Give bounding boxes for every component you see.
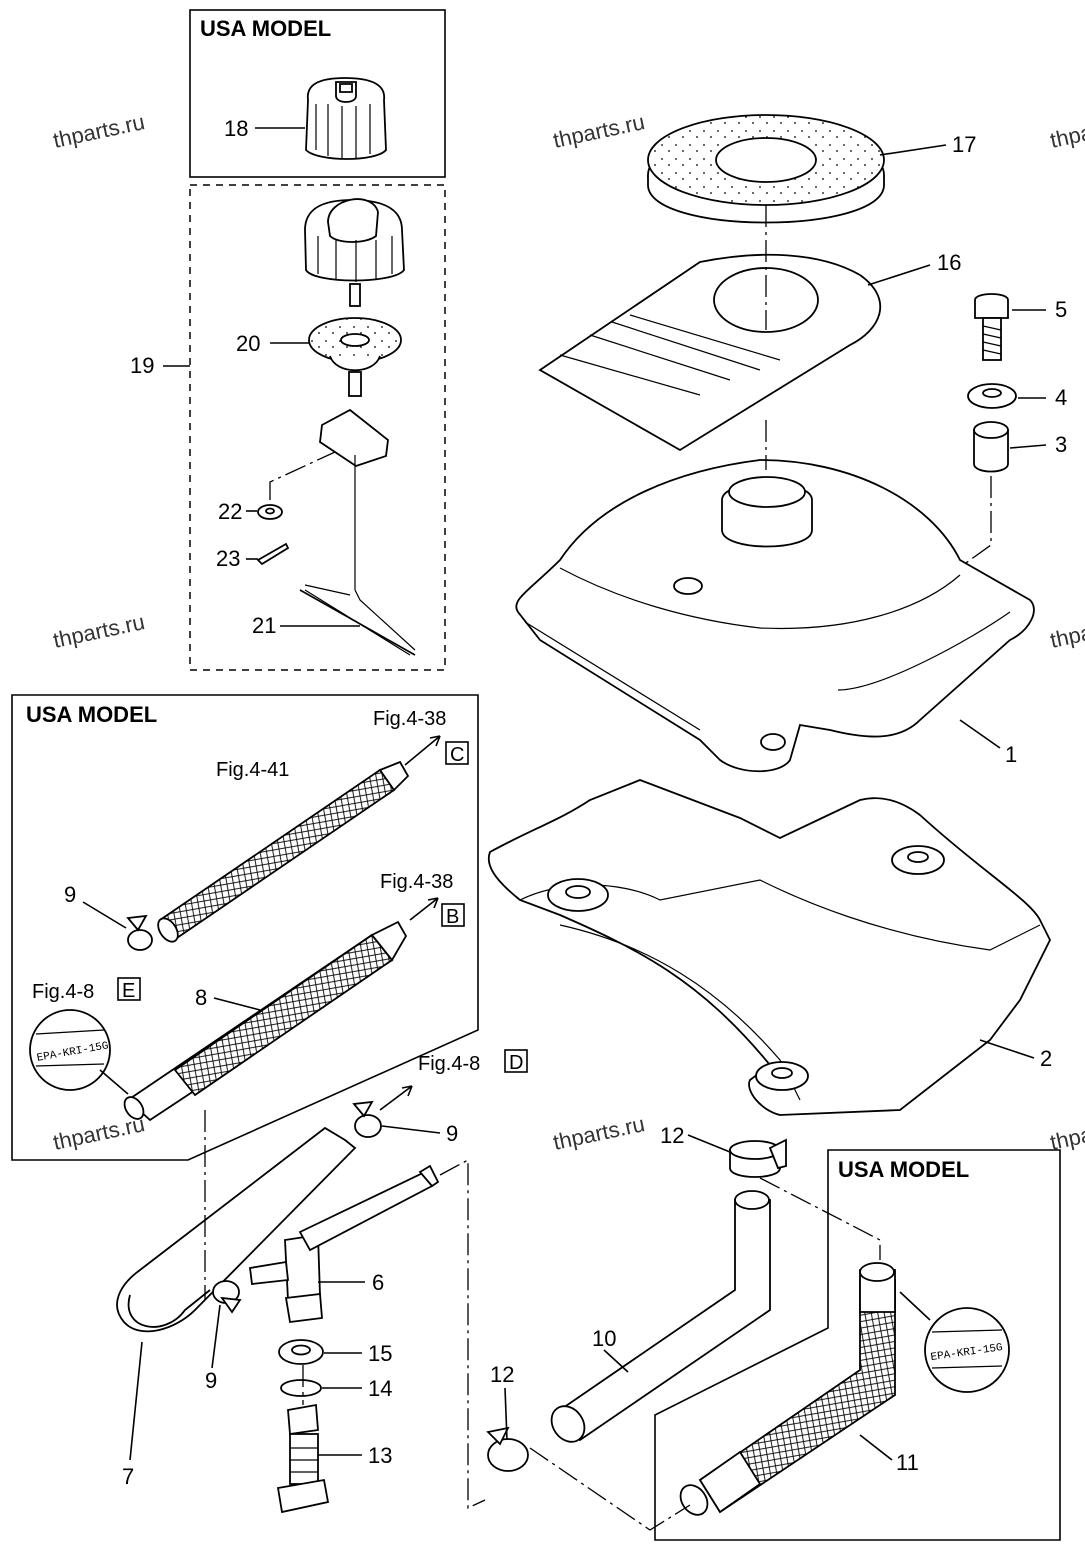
watermark-text: thparts.ru <box>551 1111 647 1155</box>
part-7-fuel-hose <box>116 1126 357 1333</box>
ref-letter-b: B <box>446 906 459 928</box>
part-4-washer <box>967 383 1017 409</box>
part-5-bolt <box>974 293 1009 361</box>
hose-guide-line <box>439 1158 486 1510</box>
ref-fig-4-38-c: Fig.4-38 <box>373 708 446 730</box>
part-23-pin <box>256 542 290 566</box>
cap-assembly-box <box>189 184 446 671</box>
part-9-clamp-middle <box>352 1100 382 1138</box>
part-13-filter <box>276 1365 330 1514</box>
callout-12-lower: 12 <box>490 1362 514 1387</box>
hose-fig-4-41 <box>157 760 410 943</box>
part-14-o-ring <box>280 1379 322 1397</box>
epa-stamp-left: EPA-KRI-15G <box>29 1009 129 1095</box>
arrow-to-d <box>379 1085 413 1111</box>
ref-box-c <box>445 741 469 765</box>
callout-7: 7 <box>122 1464 134 1489</box>
part-2-tank-bottom <box>487 779 1052 1116</box>
watermark-text: thparts.ru <box>1048 109 1085 153</box>
callout-12-upper: 12 <box>660 1123 684 1148</box>
part-21-fuel-filter-frame <box>299 408 416 656</box>
part-11-braided-hose <box>679 1262 896 1516</box>
part-9-clamp-lower <box>212 1280 242 1314</box>
part-6-fuel-cock <box>248 1164 440 1324</box>
usa-model-label: USA MODEL <box>26 702 157 727</box>
callouts: 18 17 16 5 4 3 1 2 19 20 22 23 21 9 8 9 … <box>64 116 1067 1489</box>
callout-8: 8 <box>195 985 207 1010</box>
part-12-clamp-upper <box>729 1138 787 1178</box>
arrow-to-b <box>409 897 439 921</box>
callout-9-middle: 9 <box>446 1121 458 1146</box>
ref-fig-4-38-b: Fig.4-38 <box>380 871 453 893</box>
arrow-to-c <box>404 735 441 766</box>
epa-stamp-right: EPA-KRI-15G <box>899 1291 1010 1393</box>
callout-1: 1 <box>1005 742 1017 767</box>
part-1-fuel-tank <box>515 420 1035 773</box>
usa-model-box-return: USA MODEL <box>654 1149 1061 1541</box>
cap-assembly-guide-line <box>269 451 336 500</box>
ref-box-d <box>504 1049 528 1073</box>
callout-18: 18 <box>224 116 248 141</box>
part-19-cap-assembly <box>304 198 405 307</box>
ref-letter-c: C <box>450 744 464 766</box>
callout-10: 10 <box>592 1326 616 1351</box>
part-18-fuel-cap <box>305 77 387 160</box>
part-16-pad <box>538 205 881 452</box>
callout-5: 5 <box>1055 297 1067 322</box>
callout-23: 23 <box>216 546 240 571</box>
callout-16: 16 <box>937 250 961 275</box>
watermark-text: thparts.ru <box>551 109 647 153</box>
return-guide-line <box>529 1447 691 1531</box>
ref-box-b <box>441 903 465 927</box>
usa-model-box-cap: USA MODEL <box>189 9 446 178</box>
watermark-text: thparts.ru <box>1048 1111 1085 1155</box>
callout-20: 20 <box>236 331 260 356</box>
callout-4: 4 <box>1055 385 1067 410</box>
callout-17: 17 <box>952 132 976 157</box>
callout-22: 22 <box>218 499 242 524</box>
ref-box-e <box>117 977 141 1001</box>
part-22-washer <box>257 504 283 520</box>
ref-letter-d: D <box>509 1052 523 1074</box>
ref-fig-4-8-d: Fig.4-8 <box>418 1053 480 1075</box>
callout-14: 14 <box>368 1376 392 1401</box>
usa-model-label: USA MODEL <box>200 16 331 41</box>
part-20-gasket-valve <box>308 317 402 397</box>
callout-2: 2 <box>1040 1046 1052 1071</box>
ref-letter-e: E <box>122 980 135 1002</box>
callout-21: 21 <box>252 613 276 638</box>
part-10-hose <box>550 1190 771 1443</box>
callout-13: 13 <box>368 1443 392 1468</box>
part-12-clamp-lower <box>486 1426 529 1472</box>
callout-9-upper: 9 <box>64 882 76 907</box>
watermark-text: thparts.ru <box>51 109 147 153</box>
usa-model-label: USA MODEL <box>838 1157 969 1182</box>
callout-3: 3 <box>1055 432 1067 457</box>
usa-model-box-hoses: USA MODEL <box>11 694 479 1161</box>
leader-lines <box>82 127 1047 1461</box>
part-15-gasket <box>278 1339 324 1365</box>
callout-11: 11 <box>896 1450 919 1475</box>
watermark-text: thparts.ru <box>1048 609 1085 653</box>
watermark-text: thparts.ru <box>51 609 147 653</box>
callout-19: 19 <box>130 353 154 378</box>
callout-6: 6 <box>372 1270 384 1295</box>
part-9-clamp-upper <box>126 914 153 951</box>
ref-fig-4-8-e: Fig.4-8 <box>32 981 94 1003</box>
part-8-braided-hose <box>123 920 408 1122</box>
callout-9-lower: 9 <box>205 1368 217 1393</box>
ref-fig-4-41: Fig.4-41 <box>216 759 289 781</box>
return-guide-line <box>759 1177 881 1260</box>
callout-15: 15 <box>368 1341 392 1366</box>
part-17-cushion <box>647 114 885 224</box>
